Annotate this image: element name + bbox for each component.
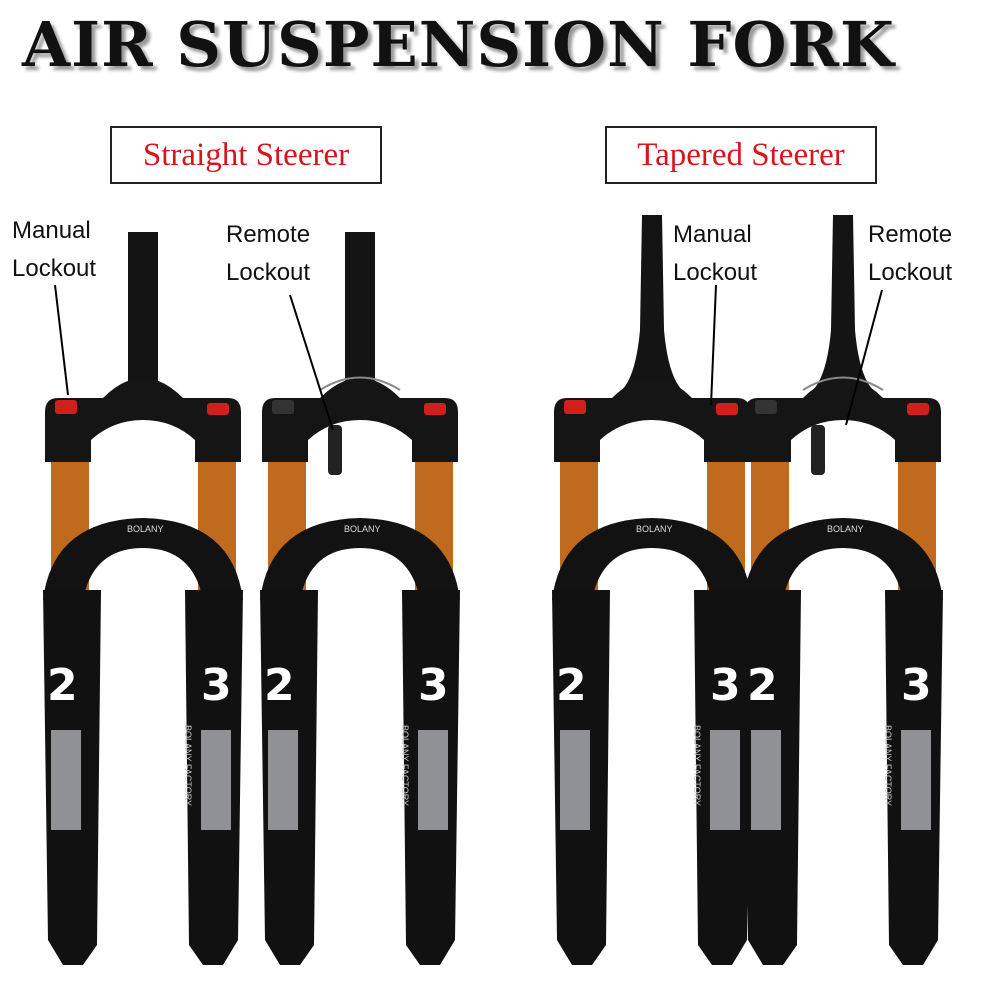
remote-cable: [319, 376, 401, 391]
top-cap-left: [755, 400, 777, 414]
pointer-line-1: [54, 284, 69, 396]
fork-arch: [43, 518, 243, 600]
leg-decal-right: [710, 730, 740, 830]
arch-brand: BOLANY: [127, 524, 164, 534]
leg-number-left: 2: [264, 660, 295, 711]
steerer-tube: [622, 215, 682, 390]
leg-number-left: 2: [47, 660, 78, 711]
remote-lockout-label-2: Remote Lockout: [868, 221, 953, 286]
top-cap-right: [424, 403, 446, 415]
arch-brand: BOLANY: [827, 524, 864, 534]
leg-number-right: 3: [901, 660, 932, 711]
leg-decal-right: [418, 730, 448, 830]
leg-decal-right: [201, 730, 231, 830]
leg-decal-left: [268, 730, 298, 830]
straight-steerer-heading: Straight Steerer: [110, 126, 382, 184]
manual-lockout-label-1: Manual Lockout: [12, 217, 97, 282]
leg-text: BOLANY FACTORY: [883, 725, 893, 806]
top-cap-left: [55, 400, 77, 414]
leg-number-left: 2: [556, 660, 587, 711]
tapered-steerer-heading: Tapered Steerer: [605, 126, 877, 184]
leg-number-right: 3: [201, 660, 232, 711]
leg-text: BOLANY FACTORY: [400, 725, 410, 806]
leg-number-right: 3: [418, 660, 449, 711]
manual-lockout-label-2: Manual Lockout: [673, 221, 758, 286]
remote-lever: [811, 425, 825, 475]
remote-cable: [802, 376, 884, 391]
top-cap-left: [564, 400, 586, 414]
fork-crown: [45, 378, 241, 462]
leg-decal-left: [51, 730, 81, 830]
fork-crown: [262, 378, 458, 462]
remote-lockout-label-1: Remote Lockout: [226, 221, 311, 286]
fork-crown: [745, 378, 941, 462]
leg-decal-left: [560, 730, 590, 830]
steerer-tube: [345, 232, 375, 392]
top-cap-right: [907, 403, 929, 415]
fork-arch: [552, 518, 752, 600]
leg-number-right: 3: [710, 660, 741, 711]
pointer-line-3: [710, 284, 717, 406]
leg-decal-right: [901, 730, 931, 830]
leg-number-left: 2: [747, 660, 778, 711]
fork-arch: [743, 518, 943, 600]
leg-text: BOLANY FACTORY: [183, 725, 193, 806]
top-cap-left: [272, 400, 294, 414]
leg-decal-left: [751, 730, 781, 830]
top-cap-right: [716, 403, 738, 415]
page-title: AIR SUSPENSION FORK: [22, 8, 895, 81]
top-cap-right: [207, 403, 229, 415]
fork-crown: [554, 378, 750, 462]
arch-brand: BOLANY: [344, 524, 381, 534]
leg-text: BOLANY FACTORY: [692, 725, 702, 806]
pointer-line-4: [845, 289, 883, 426]
steerer-tube: [813, 215, 873, 390]
steerer-tube: [128, 232, 158, 392]
fork-arch: [260, 518, 460, 600]
remote-lever: [328, 425, 342, 475]
arch-brand: BOLANY: [636, 524, 673, 534]
pointer-line-2: [289, 294, 334, 431]
